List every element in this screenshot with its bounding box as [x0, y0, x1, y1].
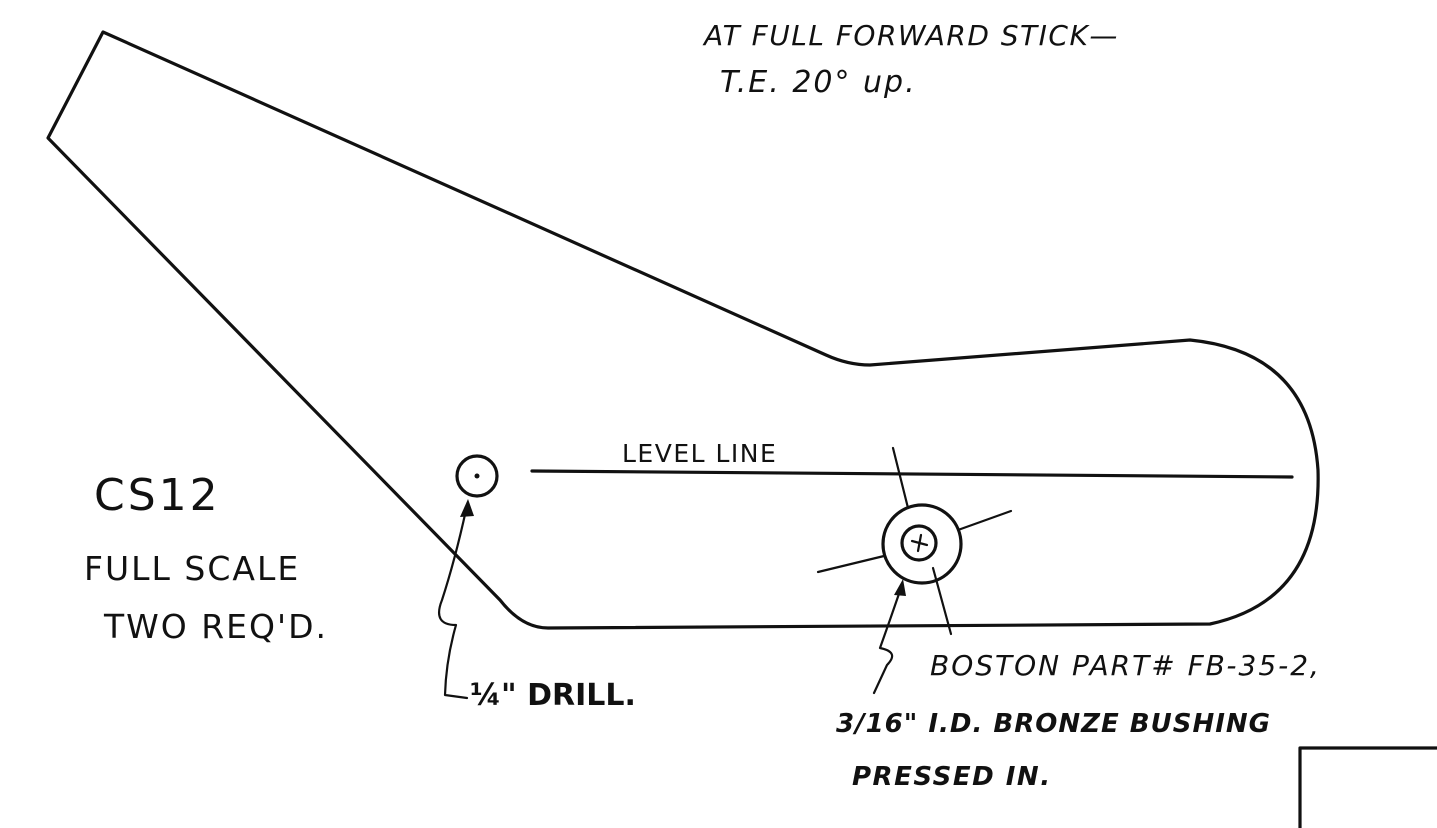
- part-scale: FULL SCALE: [84, 549, 300, 588]
- note-line-te-up: T.E. 20° up.: [720, 65, 917, 100]
- bushing-pressed-label: PRESSED IN.: [852, 762, 1052, 792]
- drill-label: ¼" DRILL.: [470, 678, 636, 713]
- bushing-leader: [872, 579, 906, 695]
- part-id: CS12: [94, 470, 221, 521]
- part-outline: [46, 30, 1320, 630]
- drill-hole: [455, 454, 499, 498]
- bushing-symbol: [816, 446, 1013, 636]
- drill-leader: [438, 499, 474, 700]
- level-line-label: LEVEL LINE: [622, 439, 777, 468]
- drill-hole-center: [474, 473, 480, 479]
- bushing-part-label: BOSTON PART# FB-35-2,: [930, 649, 1321, 682]
- note-line-forward-stick: AT FULL FORWARD STICK—: [702, 19, 1119, 52]
- part-quantity: TWO REQ'D.: [103, 607, 328, 646]
- bushing-size-label: 3/16" I.D. BRONZE BUSHING: [836, 709, 1271, 739]
- title-block-corner: [1298, 746, 1437, 828]
- level-line: [530, 469, 1294, 479]
